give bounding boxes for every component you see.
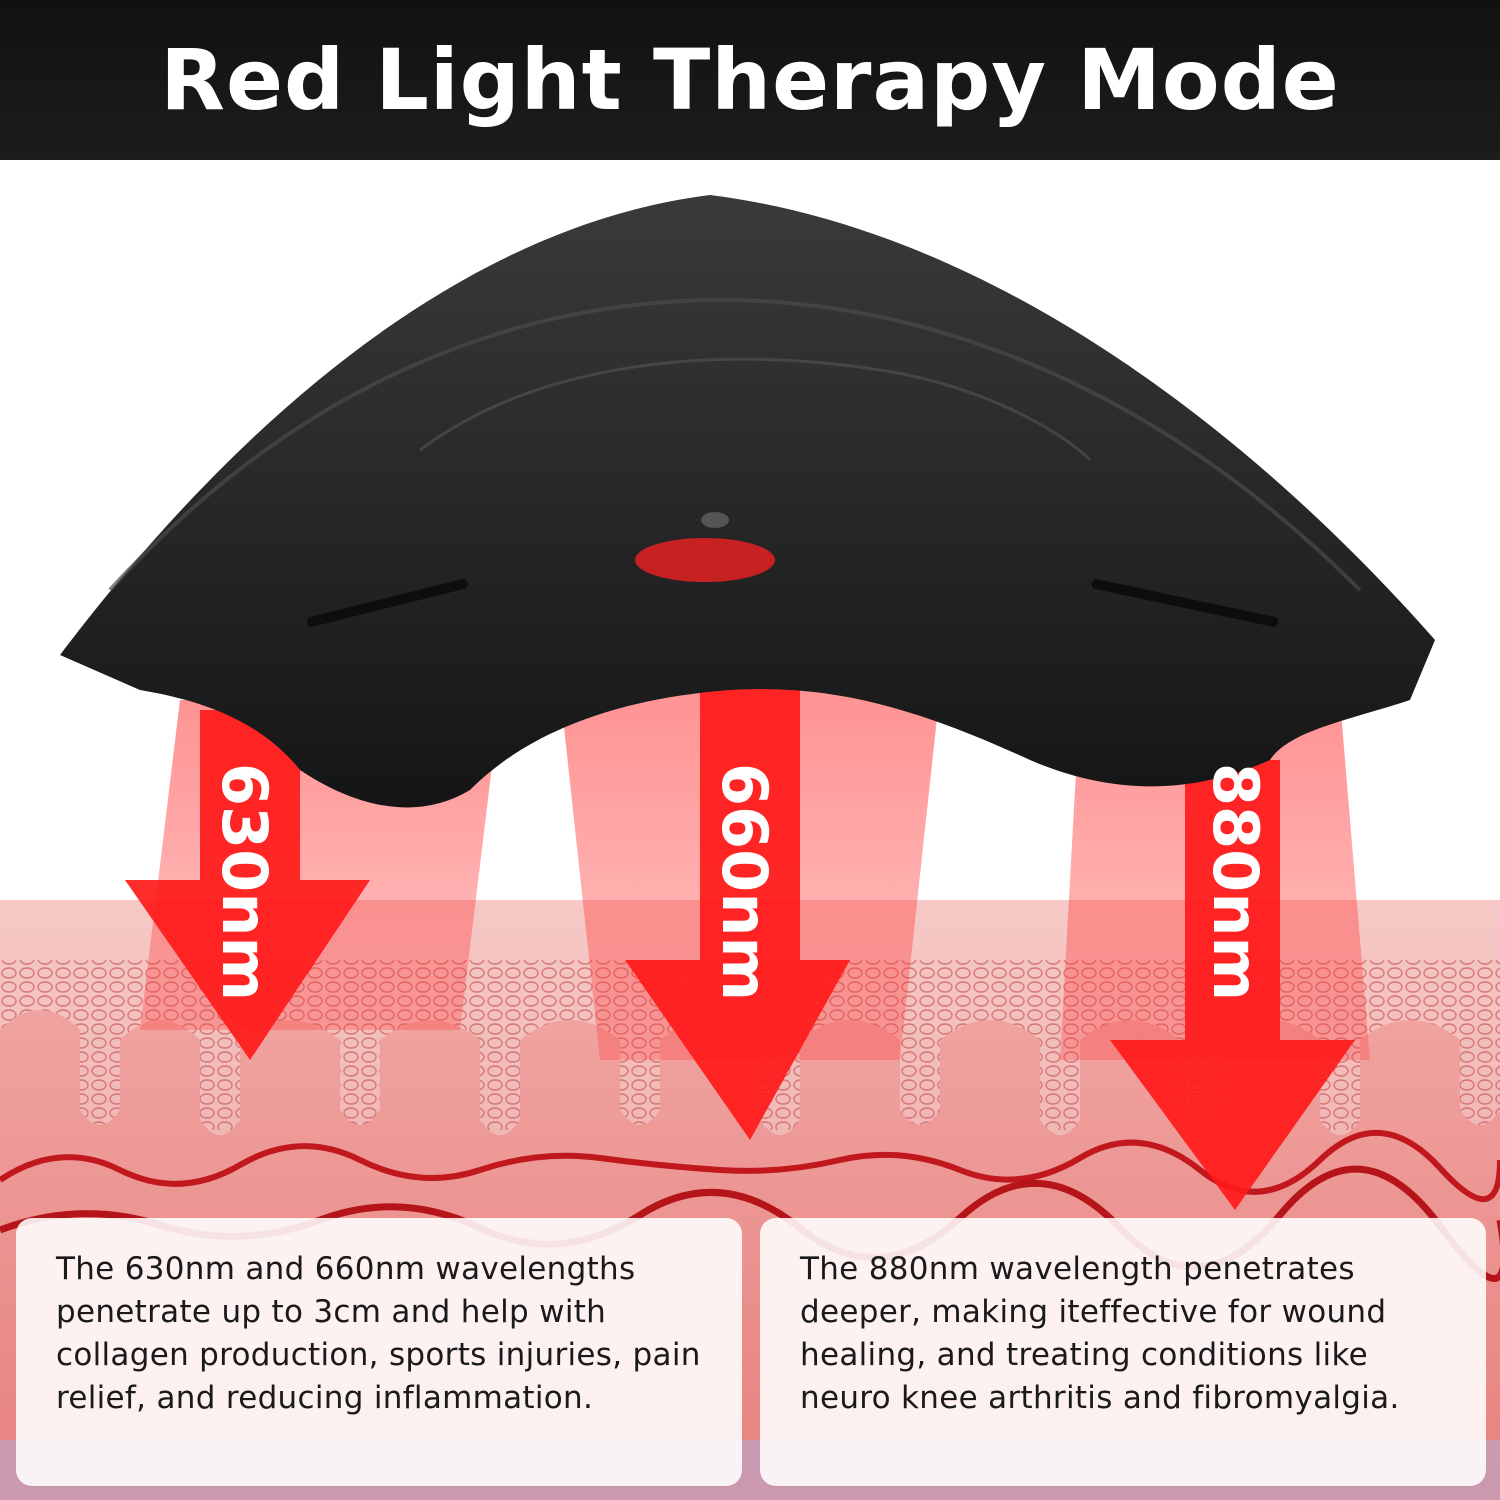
description-630-660: The 630nm and 660nm wavelengths penetrat…	[56, 1251, 701, 1416]
arrow-630	[125, 710, 370, 1060]
title-bar: Red Light Therapy Mode	[0, 0, 1500, 160]
sensor-dot	[701, 512, 729, 528]
arrow-660	[625, 680, 850, 1140]
device-groove	[108, 297, 1362, 592]
light-beams	[125, 680, 1370, 1210]
info-card-630-660: The 630nm and 660nm wavelengths penetrat…	[16, 1218, 742, 1486]
vent-right	[1091, 579, 1279, 627]
therapy-device	[60, 195, 1435, 808]
device-ridge	[419, 357, 1092, 462]
arrow-880	[1110, 760, 1355, 1210]
wavelength-label-660: 660nm	[708, 762, 781, 1002]
wavelength-label-880: 880nm	[1199, 762, 1272, 1002]
description-880: The 880nm wavelength penetrates deeper, …	[800, 1251, 1400, 1416]
page-title: Red Light Therapy Mode	[160, 31, 1340, 129]
led-glow	[635, 538, 775, 582]
device-body	[60, 195, 1435, 808]
wavelength-label-630: 630nm	[208, 762, 281, 1002]
info-card-880: The 880nm wavelength penetrates deeper, …	[760, 1218, 1486, 1486]
vent-left	[307, 578, 468, 627]
blood-vessel-upper	[0, 1129, 1500, 1202]
